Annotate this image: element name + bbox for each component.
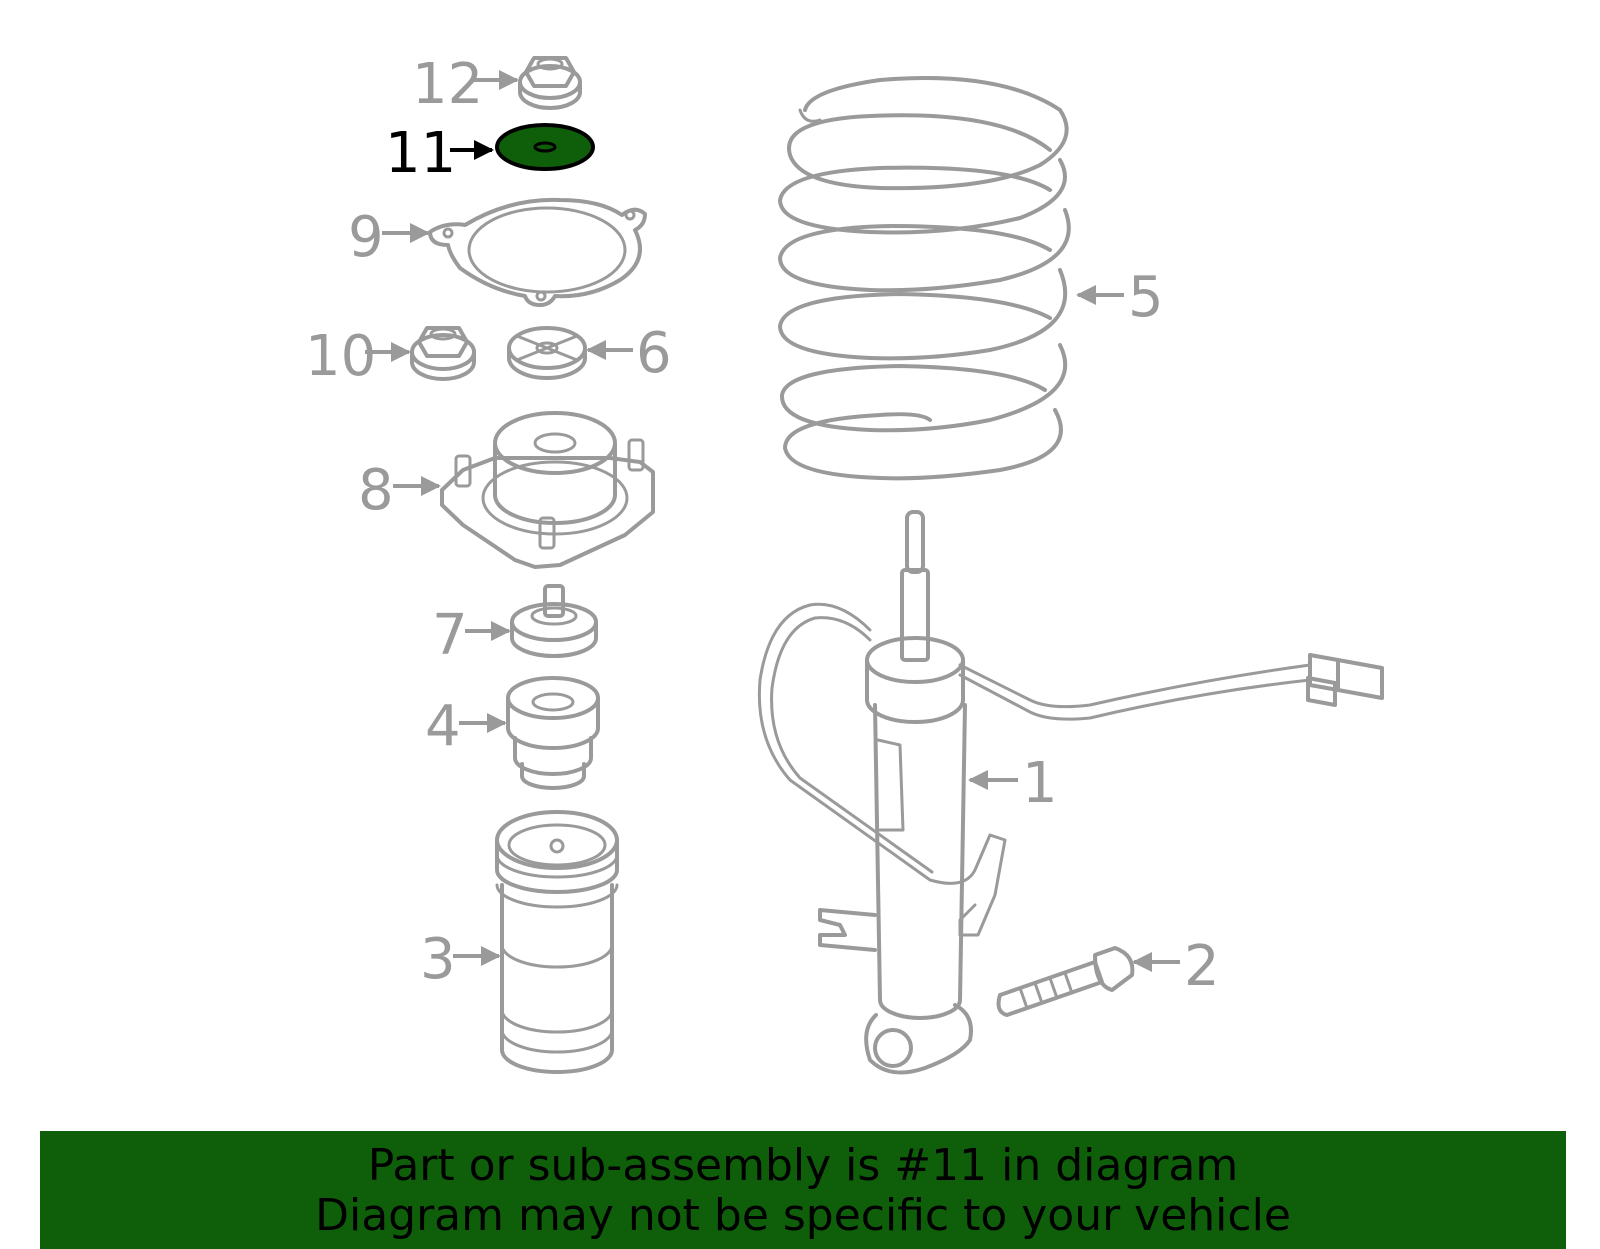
info-banner: Part or sub-assembly is #11 in diagram D… — [40, 1131, 1566, 1249]
callout-2: 2 — [1184, 934, 1220, 999]
callout-12: 12 — [412, 52, 483, 117]
part-12-nut — [518, 56, 582, 110]
banner-part-text: Part or sub-assembly is #11 in diagram — [367, 1140, 1239, 1191]
part-5-coil-spring — [778, 76, 1071, 481]
callout-7: 7 — [432, 603, 468, 668]
callout-11: 11 — [385, 121, 456, 186]
callout-3: 3 — [420, 927, 456, 992]
callout-9: 9 — [348, 205, 384, 270]
part-10-nut — [410, 326, 476, 381]
part-2-bolt — [996, 946, 1135, 1017]
callout-6: 6 — [636, 321, 672, 386]
callout-10: 10 — [305, 324, 376, 389]
part-4-bump-stop — [506, 676, 600, 790]
part-6-bushing — [507, 326, 587, 380]
callout-1: 1 — [1022, 751, 1058, 816]
part-7-cap — [510, 584, 598, 658]
callout-8: 8 — [358, 458, 394, 523]
part-3-dust-boot — [495, 810, 619, 1074]
banner-disclaimer-text: Diagram may not be specific to your vehi… — [315, 1190, 1291, 1241]
part-9-plate — [428, 197, 647, 307]
part-8-strut-mount — [440, 411, 655, 569]
part-11-washer — [495, 123, 595, 171]
callout-4: 4 — [425, 694, 461, 759]
part-1-strut — [757, 510, 1384, 1075]
callout-5: 5 — [1128, 265, 1164, 330]
